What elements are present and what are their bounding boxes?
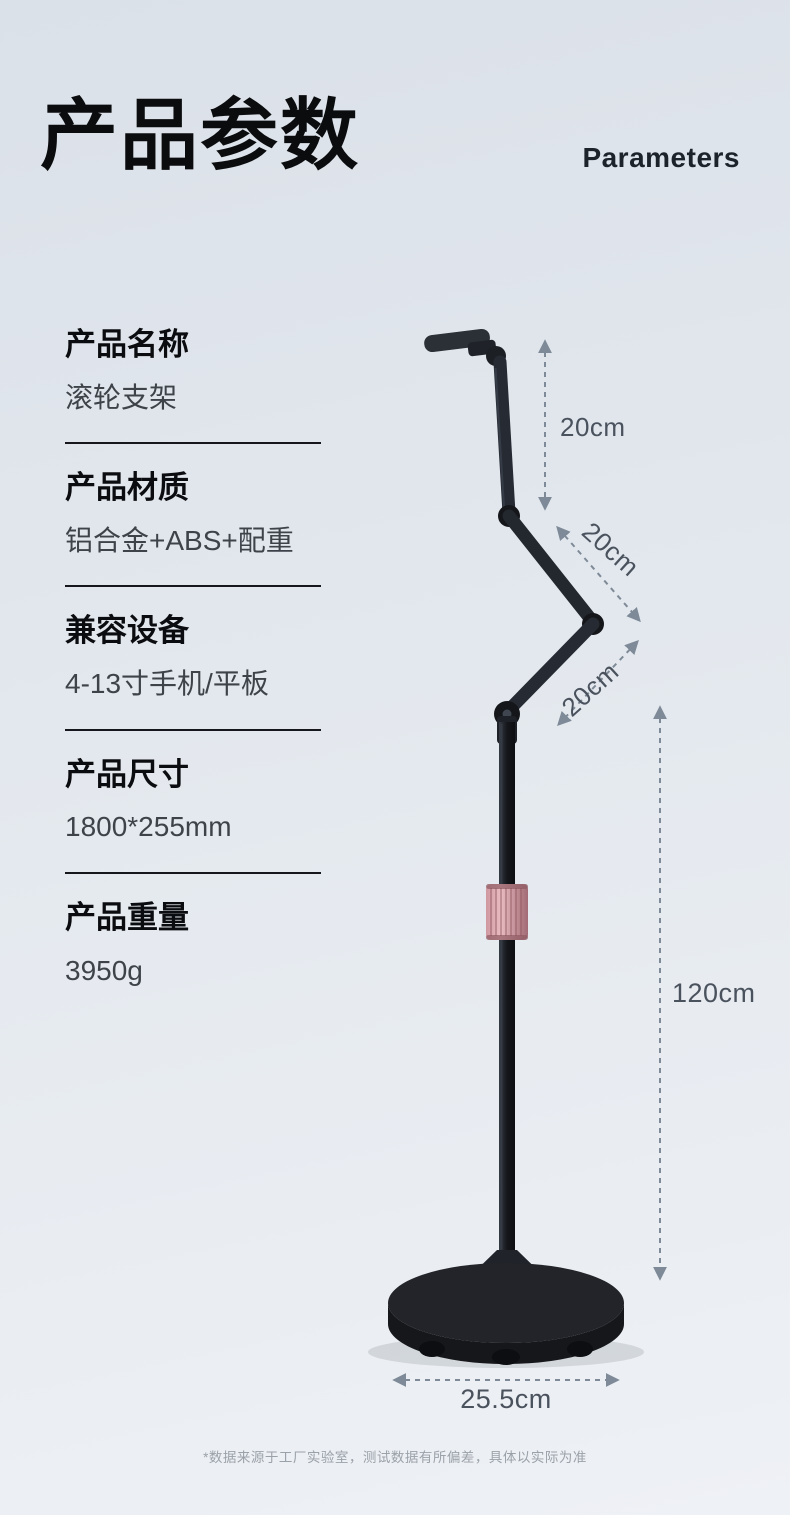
- dimension-label-upper-arm: 20cm: [560, 412, 626, 442]
- base: [388, 1263, 624, 1364]
- wheel-icon: [492, 1349, 520, 1365]
- divider: [65, 585, 321, 588]
- spec-product-name: 产品名称 滚轮支架: [65, 327, 355, 414]
- wheel-icon: [419, 1341, 445, 1357]
- spec-list: 产品名称 滚轮支架 产品材质 铝合金+ABS+配重 兼容设备 4-13寸手机/平…: [65, 327, 355, 987]
- dimension-line-middle-arm: [556, 525, 641, 623]
- spec-label: 产品重量: [65, 899, 189, 935]
- spec-label: 产品名称: [65, 327, 189, 362]
- grip-ring: [486, 884, 528, 940]
- spec-compatible-devices: 兼容设备 4-13寸手机/平板: [65, 613, 355, 700]
- dimension-lines: [392, 339, 667, 1387]
- divider: [65, 728, 321, 731]
- pole: [499, 722, 515, 1256]
- wheels: [419, 1341, 593, 1365]
- page-subtitle-en: Parameters: [582, 142, 740, 173]
- stand: [388, 328, 624, 1365]
- divider: [65, 871, 321, 874]
- spec-value: 铝合金+ABS+配重: [65, 524, 294, 556]
- phone-clamp-icon: [424, 328, 506, 366]
- wheel-icon: [567, 1341, 593, 1357]
- spec-label: 产品尺寸: [65, 756, 189, 792]
- divider: [65, 442, 321, 445]
- arm-middle: [502, 509, 600, 629]
- dimension-label-pole: 120cm: [672, 978, 756, 1008]
- page-title: 产品参数: [40, 91, 361, 179]
- spec-product-weight: 产品重量 3950g: [65, 900, 355, 987]
- spec-value: 滚轮支架: [65, 381, 178, 413]
- spec-value: 3950g: [65, 954, 143, 986]
- arm-lower: [501, 617, 600, 718]
- arm-upper: [493, 355, 516, 520]
- spec-product-size: 产品尺寸 1800*255mm: [65, 757, 355, 844]
- spec-product-material: 产品材质 铝合金+ABS+配重: [65, 470, 355, 557]
- spec-value: 4-13寸手机/平板: [65, 668, 269, 700]
- spec-label: 兼容设备: [65, 613, 189, 649]
- dimension-label-base: 25.5cm: [460, 1384, 552, 1414]
- footnote: *数据来源于工厂实验室，测试数据有所偏差，具体以实际为准: [203, 1450, 587, 1465]
- spec-value: 1800*255mm: [65, 811, 232, 843]
- spec-label: 产品材质: [65, 470, 189, 506]
- dimension-line-lower-arm: [557, 639, 639, 727]
